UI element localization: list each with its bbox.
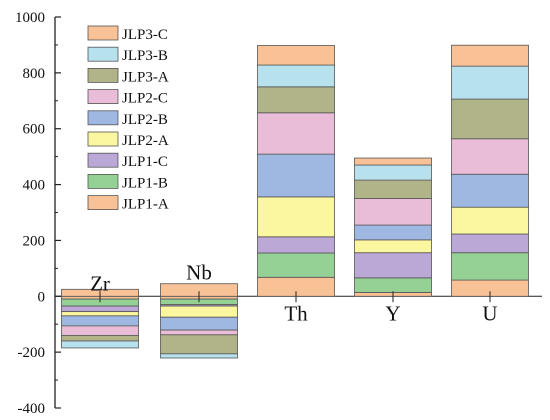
- bar-segment-jlp3-a-th: [257, 86, 335, 114]
- bar-segment-jlp2-c-zr: [61, 325, 139, 336]
- category-label-th: Th: [284, 301, 308, 325]
- legend-swatch-jlp2-a: [87, 131, 119, 147]
- legend-label-jlp1-b: JLP1-B: [122, 175, 168, 191]
- bar-segment-jlp1-c-y: [354, 252, 432, 279]
- legend-swatch-jlp2-c: [87, 89, 119, 104]
- legend-swatch-jlp1-c: [87, 152, 119, 168]
- legend-swatch-jlp3-a: [87, 68, 119, 83]
- bar-segment-jlp1-c-u: [451, 233, 529, 254]
- legend-label-jlp2-c: JLP2-C: [122, 91, 168, 107]
- y-tick-label: -400: [18, 401, 46, 417]
- category-label-y: Y: [385, 301, 400, 325]
- y-tick-label: 0: [38, 289, 46, 305]
- y-tick-label: 1000: [15, 10, 45, 26]
- legend-label-jlp1-a: JLP1-A: [122, 197, 169, 213]
- legend-swatch-jlp1-a: [87, 195, 119, 211]
- bar-segment-jlp2-b-u: [451, 173, 529, 208]
- y-tick-label: -200: [18, 345, 46, 361]
- y-tick-label: 400: [23, 178, 46, 194]
- bar-segment-jlp3-a-u: [451, 98, 529, 140]
- bar-segment-jlp3-b-nb: [160, 353, 238, 359]
- bar-segment-jlp2-b-zr: [61, 315, 139, 327]
- category-label-nb: Nb: [186, 261, 212, 285]
- bar-segment-jlp3-a-zr: [61, 334, 139, 342]
- y-tick-label: 200: [23, 233, 46, 249]
- axes: -400 -200 0 200 400 600 800 1000: [15, 10, 542, 417]
- bar-segment-jlp2-c-u: [451, 138, 529, 175]
- y-tick-label: 600: [23, 122, 46, 138]
- bar-segment-jlp3-b-zr: [61, 340, 139, 349]
- bar-segment-jlp3-c-y: [354, 157, 432, 166]
- category-label-zr: Zr: [90, 271, 110, 295]
- bar-segment-jlp2-b-y: [354, 224, 432, 241]
- bar-segment-jlp1-b-th: [257, 252, 335, 278]
- bar-segment-jlp3-c-u: [451, 44, 529, 67]
- bar-segment-jlp1-c-zr: [61, 305, 139, 313]
- legend-swatch-jlp2-b: [87, 110, 119, 126]
- legend-label-jlp3-c: JLP3-C: [122, 27, 168, 43]
- bar-segment-jlp3-a-nb: [160, 334, 238, 355]
- bar-segment-jlp2-a-th: [257, 196, 335, 238]
- bar-segment-jlp2-a-u: [451, 206, 529, 235]
- bar-segment-jlp3-b-y: [354, 164, 432, 181]
- bar-segment-jlp1-b-u: [451, 252, 529, 281]
- bar-segment-jlp2-c-y: [354, 198, 432, 226]
- legend-label-jlp3-b: JLP3-B: [122, 48, 168, 64]
- bars: [61, 44, 529, 359]
- bar-segment-jlp1-b-y: [354, 277, 432, 293]
- bar-segment-jlp2-b-nb: [160, 316, 238, 331]
- category-label-u: U: [482, 301, 497, 325]
- legend-swatch-jlp3-b: [87, 46, 119, 62]
- legend-label-jlp3-a: JLP3-A: [122, 69, 169, 85]
- bar-segment-jlp3-b-u: [451, 65, 529, 100]
- legend-label-jlp2-b: JLP2-B: [122, 112, 168, 128]
- legend-swatch-jlp1-b: [87, 173, 119, 189]
- bar-segment-jlp3-c-th: [257, 45, 335, 66]
- bar-segment-jlp3-a-y: [354, 179, 432, 199]
- bar-segment-jlp2-c-nb: [160, 329, 238, 336]
- legend-label-jlp2-a: JLP2-A: [122, 133, 169, 149]
- legend-label-jlp1-c: JLP1-C: [122, 154, 168, 170]
- bar-segment-jlp3-b-th: [257, 64, 335, 88]
- bar-segment-jlp2-a-nb: [160, 305, 238, 318]
- bar-segment-jlp2-a-zr: [61, 311, 139, 317]
- y-tick-label: 800: [23, 66, 46, 82]
- legend: JLP3-C JLP3-B JLP3-A JLP2-C JLP2-B JLP2-A JLP1…: [87, 25, 169, 213]
- bar-segment-jlp2-a-y: [354, 239, 432, 254]
- legend-swatch-jlp3-c: [87, 25, 119, 41]
- bar-segment-jlp2-b-th: [257, 153, 335, 198]
- bar-segment-jlp2-c-th: [257, 112, 335, 155]
- bar-segment-jlp1-c-th: [257, 236, 335, 254]
